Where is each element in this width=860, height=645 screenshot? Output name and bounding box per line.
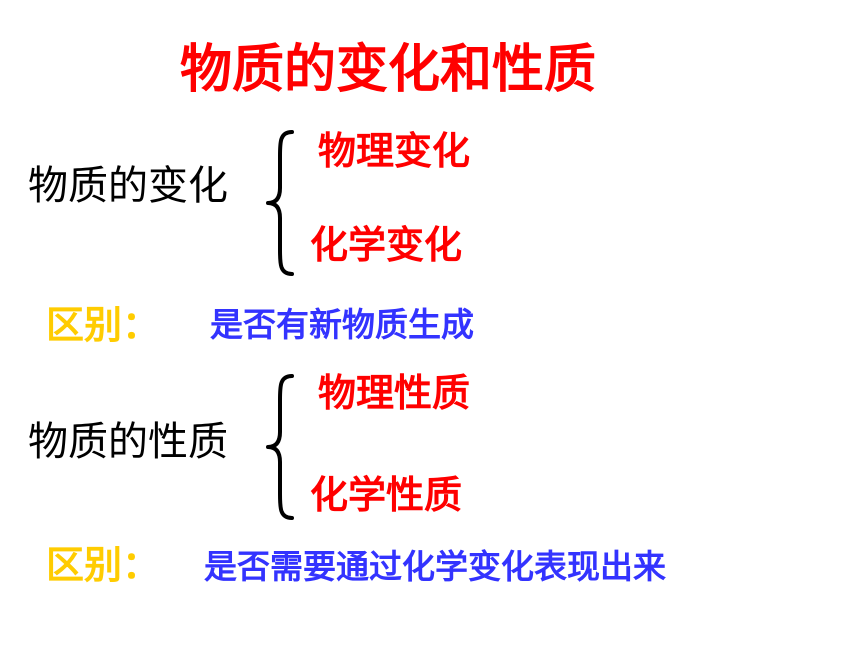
chemical-change-label: 化学变化 <box>310 223 463 267</box>
physical-change-label: 物理变化 <box>318 129 471 173</box>
change-difference-text: 是否有新物质生成 <box>210 305 474 344</box>
change-difference-label: 区别： <box>46 303 161 347</box>
change-brace <box>266 130 294 276</box>
property-difference-text: 是否需要通过化学变化表现出来 <box>204 547 666 586</box>
property-group-label: 物质的性质 <box>28 419 228 465</box>
property-difference-label: 区别： <box>46 543 161 587</box>
slide-title: 物质的变化和性质 <box>180 40 597 100</box>
physical-property-label: 物理性质 <box>318 371 471 415</box>
property-brace <box>266 374 294 520</box>
change-group-label: 物质的变化 <box>28 163 228 209</box>
chemical-property-label: 化学性质 <box>310 473 463 517</box>
